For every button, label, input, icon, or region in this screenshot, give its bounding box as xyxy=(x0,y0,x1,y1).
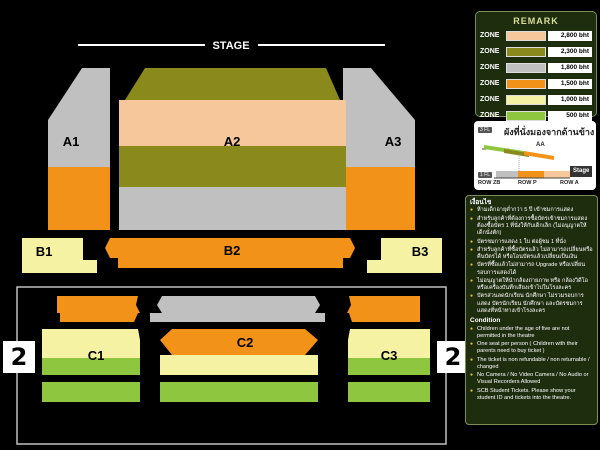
condition-item: บัตรที่ซื้อแล้วไม่สามารถ Upgrade หรือเปล… xyxy=(470,262,593,277)
zone-b3[interactable]: B3 xyxy=(367,238,442,273)
floor-2-marker-left: 2 xyxy=(3,341,35,373)
legend-swatch xyxy=(506,30,546,41)
legend-title: REMARK xyxy=(513,16,559,26)
side-view-panel: 3 FL ผังที่นั่งมองจากด้านข้าง AA 1 FL St… xyxy=(474,121,596,190)
row-p: ROW P xyxy=(518,180,537,186)
sv-floor-orange xyxy=(518,171,544,178)
sv-balcony-orange xyxy=(524,151,554,160)
english-conditions-list: Children under the age of five are not p… xyxy=(470,326,593,403)
zone-a1[interactable]: A1 xyxy=(48,68,110,230)
tag-1fl: 1 FL xyxy=(478,172,493,178)
legend-row: ZONE 1,500 bht xyxy=(480,76,592,91)
zone-a2-label: A2 xyxy=(224,134,241,149)
legend-swatch xyxy=(506,62,546,73)
legend-row: ZONE 500 bht xyxy=(480,108,592,123)
sv-stage-block xyxy=(570,166,592,177)
zone-a3[interactable]: A3 xyxy=(343,68,415,230)
zone-c1-label: C1 xyxy=(88,348,105,363)
zone-a1-label: A1 xyxy=(63,134,80,149)
side-view-diagram xyxy=(482,145,592,179)
legend-row: ZONE 1,800 bht xyxy=(480,60,592,75)
condition-item: บัตรส่วนลดนักเรียน นักศึกษา ไม่รวมรอบการ… xyxy=(470,293,593,315)
condition-item: ไม่อนุญาตให้นำกล้องถ่ายภาพ หรือ กล้องวิด… xyxy=(470,278,593,293)
en-heading: Condition xyxy=(470,317,501,325)
legend-zone-label: ZONE xyxy=(480,112,500,119)
legend-price: 1,500 bht xyxy=(548,78,592,89)
label-aa: AA xyxy=(536,142,545,148)
label-stage: Stage xyxy=(573,168,590,174)
legend-swatch xyxy=(506,110,546,121)
side-view-title: ผังที่นั่งมองจากด้านข้าง xyxy=(504,128,595,138)
legend-zone-label: ZONE xyxy=(480,64,500,71)
zone-c2-label: C2 xyxy=(237,335,254,350)
tag-3fl: 3 FL xyxy=(478,127,493,133)
condition-item: No Camera / No Video Camera / No Audio o… xyxy=(470,372,593,387)
zone-b2-label: B2 xyxy=(224,243,241,258)
floor-2-marker-right: 2 xyxy=(437,341,469,373)
condition-item: สำหรับลูกค้าที่ซื้อบัตรแล้ว ไม่สามารถเปล… xyxy=(470,247,593,262)
condition-item: บัตรชมการแสดง 1 ใบ ต่อผู้ชม 1 ที่นั่ง xyxy=(470,239,593,246)
thai-conditions-list: ห้ามเด็กอายุต่ำกว่า 5 ปี เข้าชมการแสดงสำ… xyxy=(470,207,593,315)
zone-b2[interactable]: B2 xyxy=(105,238,355,268)
zone-c2[interactable]: C2 xyxy=(150,296,325,402)
thai-heading: เงื่อนไข xyxy=(470,199,492,206)
zone-c1[interactable]: C1 xyxy=(42,296,140,402)
legend-price: 1,800 bht xyxy=(548,62,592,73)
sv-floor-grey xyxy=(496,171,518,178)
zone-c3-label: C3 xyxy=(381,348,398,363)
legend-price: 2,800 bht xyxy=(548,30,592,41)
condition-item: Children under the age of five are not p… xyxy=(470,326,593,341)
zone-c3[interactable]: C3 xyxy=(347,296,430,402)
condition-item: The ticket is non refundable / non retur… xyxy=(470,357,593,372)
legend-price: 1,000 bht xyxy=(548,94,592,105)
sv-balcony-olive xyxy=(504,149,529,157)
sv-floor-peach xyxy=(544,171,570,178)
stage-label: STAGE xyxy=(212,40,249,52)
condition-item: ห้ามเด็กอายุต่ำกว่า 5 ปี เข้าชมการแสดง xyxy=(470,207,593,214)
zone-a2[interactable]: A2 xyxy=(119,68,346,230)
legend-swatch xyxy=(506,78,546,89)
condition-item: สำหรับลูกค้าที่ต้องการซื้อบัตรเข้าชมการแ… xyxy=(470,216,593,238)
seating-chart: STAGE A1 A3 A2 B1 B2 B3 xyxy=(16,40,447,445)
zone-a3-label: A3 xyxy=(385,134,402,149)
condition-item: One seat per person ( Children with thei… xyxy=(470,341,593,356)
legend-swatch xyxy=(506,46,546,57)
legend-zone-label: ZONE xyxy=(480,48,500,55)
condition-item: SCB Student Tickets. Please show your st… xyxy=(470,388,593,403)
legend-price: 2,300 bht xyxy=(548,46,592,57)
legend-row: ZONE 1,000 bht xyxy=(480,92,592,107)
legend-row: ZONE 2,300 bht xyxy=(480,44,592,59)
legend-zone-label: ZONE xyxy=(480,96,500,103)
zone-b1[interactable]: B1 xyxy=(22,238,97,273)
row-a: ROW A xyxy=(560,180,579,186)
conditions-box: เงื่อนไข ห้ามเด็กอายุต่ำกว่า 5 ปี เข้าชม… xyxy=(465,195,598,425)
zone-b3-label: B3 xyxy=(412,244,429,259)
legend-price: 500 bht xyxy=(548,110,592,121)
legend-zone-label: ZONE xyxy=(480,32,500,39)
legend-row: ZONE 2,800 bht xyxy=(480,28,592,43)
row-zb: ROW ZB xyxy=(478,180,501,186)
legend-zone-label: ZONE xyxy=(480,80,500,87)
zone-b1-label: B1 xyxy=(36,244,53,259)
legend-swatch xyxy=(506,94,546,105)
